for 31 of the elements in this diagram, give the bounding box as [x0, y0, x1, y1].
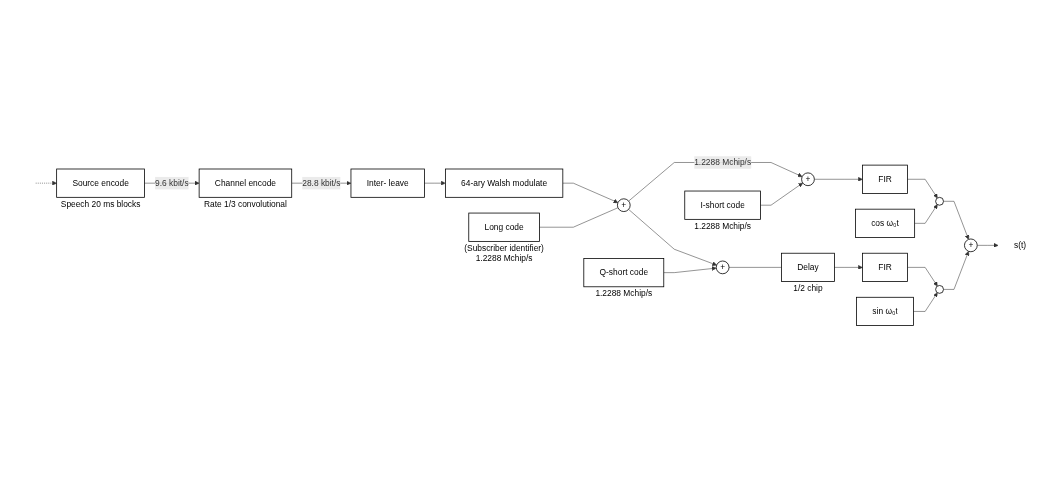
node-annotation: 1.2288 Mchip/s: [595, 287, 653, 298]
node-box: FIR: [862, 252, 908, 282]
node-circle: [935, 196, 944, 206]
node-box: Source encode: [56, 168, 145, 198]
node-box: 64-ary Walsh modulate: [445, 168, 564, 198]
node-circle: +: [715, 260, 730, 274]
node-circle: +: [801, 172, 815, 186]
node-circle: +: [964, 238, 978, 252]
node-box: sin ω₀t: [856, 296, 914, 326]
node-text: s(t): [1013, 240, 1027, 250]
node-box: I-short code: [684, 190, 761, 220]
node-annotation: (Subscriber identifier): [464, 242, 544, 253]
node-box: Inter- leave: [350, 168, 425, 198]
edge-label: 28.8 kbit/s: [302, 178, 341, 187]
node-circle: [935, 284, 944, 294]
node-box: Delay: [781, 252, 835, 282]
node-box: FIR: [862, 164, 908, 194]
node-box: cos ω₀t: [855, 208, 916, 238]
connector: [728, 266, 782, 268]
node-annotation: 1.2288 Mchip/s: [694, 220, 752, 231]
node-annotation: 1/2 chip: [793, 282, 823, 293]
node-annotation: Speech 20 ms blocks: [60, 198, 141, 209]
edge-label: 1.2288 Mchip/s: [694, 157, 752, 167]
node-circle: +: [617, 198, 631, 212]
connector: [539, 207, 619, 228]
node-box: Long code: [468, 212, 540, 242]
node-box: Q-short code: [583, 257, 665, 287]
node-annotation: 1.2288 Mchip/s: [475, 252, 533, 263]
node-box: Channel encode: [198, 168, 293, 198]
node-annotation: Rate 1/3 convolutional: [204, 198, 287, 209]
edge-label: 9.6 kbit/s: [155, 178, 189, 187]
